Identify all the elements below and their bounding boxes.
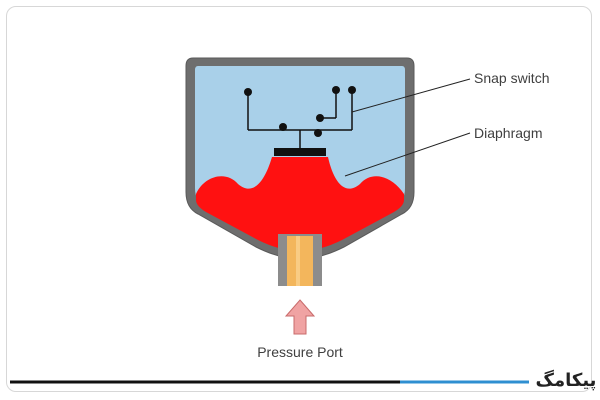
switch-contact-dot: [316, 114, 324, 122]
switch-contact-dot: [279, 123, 287, 131]
pressure-port-label: Pressure Port: [257, 344, 343, 360]
switch-contact-dot: [314, 129, 322, 137]
switch-contact-dot: [348, 86, 356, 94]
snap-switch-leader-line: [351, 78, 471, 113]
pressure-arrow: [284, 299, 316, 335]
pressure-port: [278, 234, 322, 286]
snap-switch-label: Snap switch: [474, 70, 549, 86]
switch-contact-dot: [332, 86, 340, 94]
snap-switch: [244, 86, 356, 156]
diaphragm-leader-line: [344, 132, 471, 177]
diaphragm-shape: [196, 157, 404, 251]
switch-contact-dot: [244, 88, 252, 96]
footer: پیکامگ: [10, 369, 596, 391]
snap-switch-actuator-bar: [274, 148, 326, 156]
diaphragm-label: Diaphragm: [474, 125, 542, 141]
brand-logo-text: پیکامگ: [536, 369, 597, 391]
pressure-port-bore-highlight: [296, 236, 300, 286]
